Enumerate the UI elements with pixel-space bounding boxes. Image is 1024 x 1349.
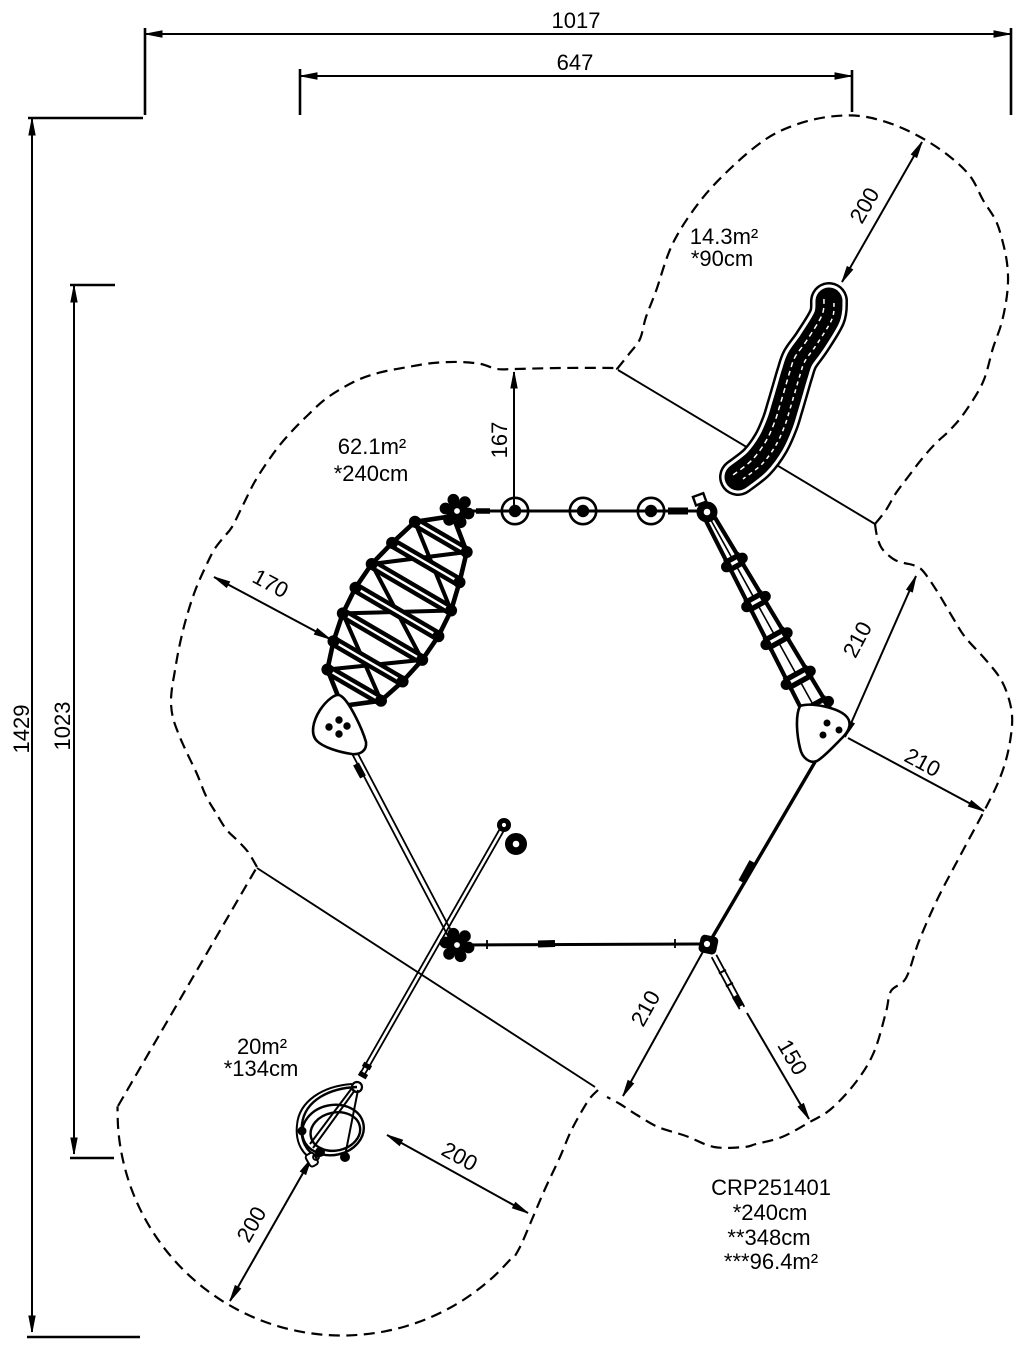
svg-text:CRP251401: CRP251401	[711, 1175, 831, 1200]
svg-text:14.3m²: 14.3m²	[690, 224, 758, 249]
svg-text:**348cm: **348cm	[727, 1225, 810, 1250]
svg-text:647: 647	[557, 50, 594, 75]
svg-text:*90cm: *90cm	[691, 246, 753, 271]
svg-text:167: 167	[487, 422, 512, 459]
svg-text:***96.4m²: ***96.4m²	[724, 1249, 818, 1274]
svg-text:*240cm: *240cm	[334, 461, 409, 486]
svg-text:*134cm: *134cm	[224, 1056, 299, 1081]
svg-text:1023: 1023	[50, 702, 75, 751]
svg-text:20m²: 20m²	[237, 1034, 287, 1059]
svg-text:1429: 1429	[9, 705, 34, 754]
svg-text:1017: 1017	[552, 8, 601, 33]
svg-text:62.1m²: 62.1m²	[338, 434, 406, 459]
svg-text:*240cm: *240cm	[733, 1200, 808, 1225]
